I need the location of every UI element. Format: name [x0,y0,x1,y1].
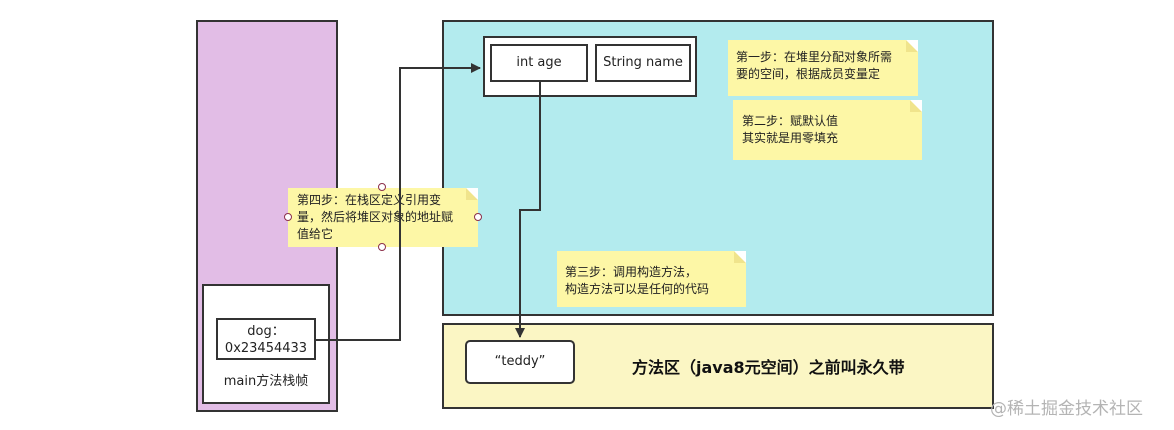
note-step-3-line-1: 第三步：调用构造方法， [565,265,698,279]
resize-handle-right[interactable] [474,213,482,221]
note-step-2-line-1: 第二步：赋默认值 [742,114,839,128]
resize-handle-top[interactable] [378,183,386,191]
note-step-4-line-1: 第四步：在栈区定义引用变 [297,193,442,207]
note-fold-icon [906,40,918,52]
note-fold-icon [910,100,922,112]
note-step-3: 第三步：调用构造方法， 构造方法可以是任何的代码 [557,251,746,307]
reference-arrow-name-to-teddy [515,82,541,338]
field-int-age: int age [490,44,588,82]
note-step-2: 第二步：赋默认值 其实就是用零填充 [733,100,922,160]
note-step-4-line-3: 值给它 [297,227,334,241]
resize-handle-bottom[interactable] [378,243,386,251]
note-fold-icon [466,188,478,200]
main-stack-frame-label: main方法栈帧 [223,374,309,389]
method-area-title: 方法区（java8元空间）之前叫永久带 [632,358,905,377]
note-step-1: 第一步：在堆里分配对象所需 要的空间，根据成员变量定 [728,40,918,96]
dog-reference-address: 0x23454433 [224,341,308,356]
dog-reference-variable: dog： 0x23454433 [216,318,316,360]
note-step-2-line-2: 其实就是用零填充 [742,131,839,145]
watermark: @稀土掘金技术社区 [990,399,1143,419]
note-step-1-line-1: 第一步：在堆里分配对象所需 [736,50,893,64]
note-step-4-line-2: 量，然后将堆区对象的地址赋 [297,210,454,224]
note-step-1-line-2: 要的空间，根据成员变量定 [736,67,881,81]
dog-reference-name: dog： [247,324,285,339]
note-step-4[interactable]: 第四步：在栈区定义引用变 量，然后将堆区对象的地址赋 值给它 [288,188,478,247]
string-literal-teddy: “teddy” [465,340,575,384]
note-step-3-line-2: 构造方法可以是任何的代码 [565,282,710,296]
resize-handle-left[interactable] [284,213,292,221]
field-string-name: String name [595,44,691,82]
reference-arrow-dog-to-object [316,63,481,341]
note-fold-icon [734,251,746,263]
